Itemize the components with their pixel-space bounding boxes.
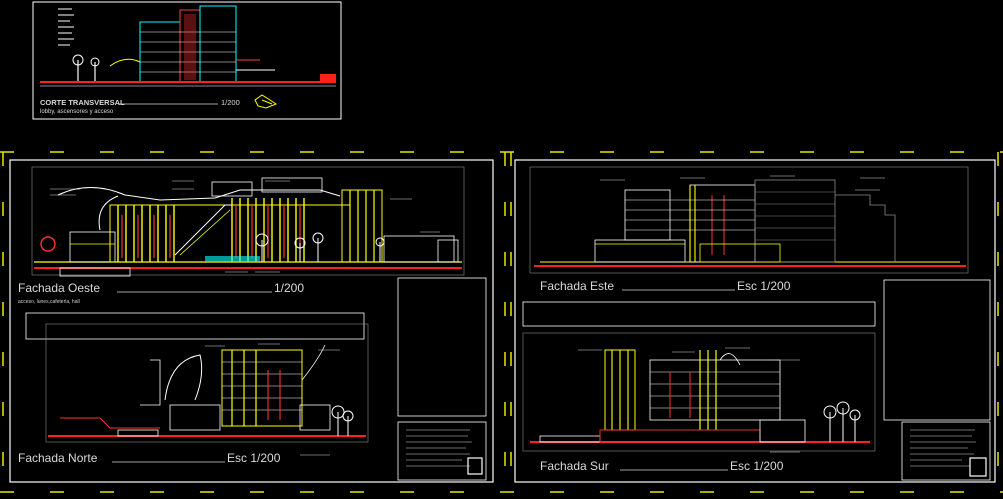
south-elevation-drawing xyxy=(530,347,870,453)
west-elevation-drawing xyxy=(34,177,462,277)
west-elevation-frame xyxy=(31,166,465,276)
east-elevation-frame xyxy=(529,166,969,274)
sheet-left: Fachada Oeste 1/200 acceso, lunes,cafete… xyxy=(9,159,494,483)
south-elevation-scale: Esc 1/200 xyxy=(730,459,784,473)
sheet-right: Fachada Este Esc 1/200 xyxy=(514,159,996,483)
top-section-title: CORTE TRANSVERSAL xyxy=(40,98,125,107)
compass-symbol xyxy=(254,94,278,109)
top-section-scale: 1/200 xyxy=(221,98,240,107)
west-elevation-title: Fachada Oeste xyxy=(18,281,100,295)
top-building xyxy=(40,5,336,87)
west-elevation-scale: 1/200 xyxy=(274,281,304,295)
sheet-right-frame xyxy=(514,159,996,483)
top-section-subtitle: lobby, ascensores y acceso xyxy=(40,109,114,115)
south-elevation-frame xyxy=(522,332,876,452)
north-elevation-drawing xyxy=(48,343,366,456)
left-title-block xyxy=(397,421,487,481)
north-elevation-scale: Esc 1/200 xyxy=(227,451,281,465)
north-elevation-title: Fachada Norte xyxy=(18,451,98,465)
east-elevation-title: Fachada Este xyxy=(540,279,614,293)
sheet-left-frame xyxy=(9,159,494,483)
north-elevation-frame xyxy=(45,323,369,443)
north-label-box xyxy=(25,312,365,340)
top-section-frame xyxy=(32,1,342,120)
left-notes-box xyxy=(397,277,487,417)
west-elevation-subtitle: acceso, lunes,cafeteria, hall xyxy=(18,299,80,305)
east-label-box xyxy=(522,301,876,327)
right-title-block xyxy=(901,421,991,481)
top-section-drawing: CORTE TRANSVERSAL 1/200 lobby, ascensore… xyxy=(32,1,342,120)
right-notes-box xyxy=(883,279,991,421)
east-elevation-drawing xyxy=(534,175,966,267)
east-elevation-scale: Esc 1/200 xyxy=(737,279,791,293)
south-elevation-title: Fachada Sur xyxy=(540,459,609,473)
top-legend xyxy=(58,8,74,46)
sheet-border-dashes xyxy=(0,151,1003,493)
